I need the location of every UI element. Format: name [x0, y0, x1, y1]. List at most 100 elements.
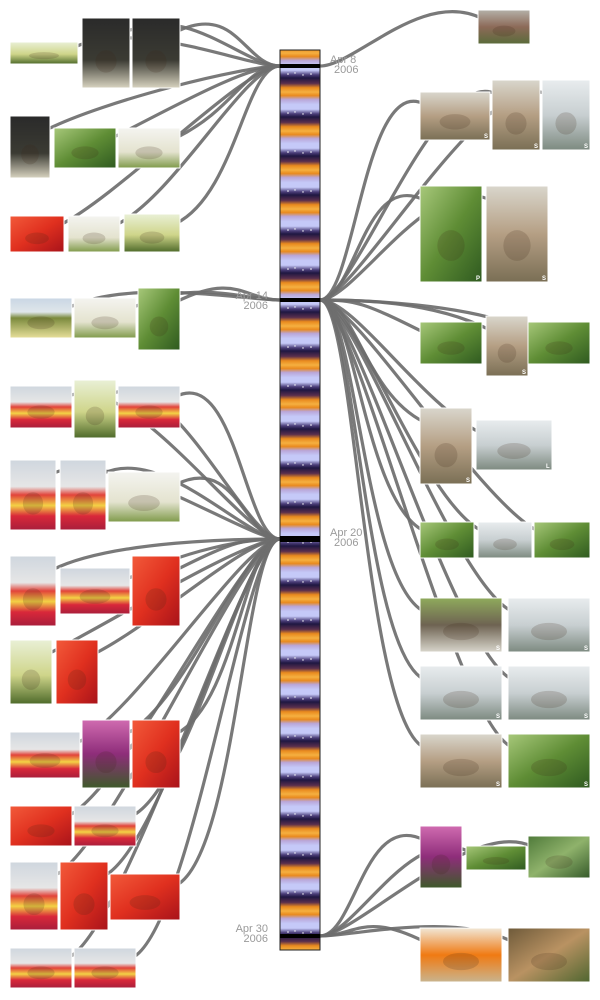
photo-sandhill-cranes[interactable]: S — [491, 79, 541, 151]
photo-female-mallard[interactable]: S — [419, 665, 503, 721]
photo-purple-primrose[interactable] — [419, 825, 463, 889]
photo-red-tulip-macro[interactable] — [9, 805, 73, 847]
photo-sparrow-perch[interactable]: S — [485, 315, 529, 377]
year-label-apr30: 2006 — [244, 933, 268, 945]
photo-badge: S — [466, 478, 470, 484]
connector-white-tulips — [174, 476, 282, 541]
photo-single-yellow-tulip[interactable] — [9, 639, 53, 705]
connector-daffodil-vases-labels — [174, 22, 282, 68]
photo-blackbird[interactable] — [419, 321, 483, 365]
connector-coot — [318, 298, 514, 614]
connector-red-tulip-field — [174, 391, 282, 541]
photo-white-daffodils[interactable] — [67, 215, 121, 253]
photo-tulip-field-stripes[interactable] — [9, 385, 73, 429]
connector-red-barn — [52, 537, 282, 878]
photo-daffodil-vases-labels[interactable] — [131, 17, 181, 89]
photo-geese-water[interactable] — [419, 521, 475, 559]
photo-red-tulip-closeup[interactable] — [131, 555, 181, 627]
photo-badge: S — [584, 144, 588, 150]
photo-yellow-red-field[interactable] — [9, 947, 73, 989]
photo-badge: S — [484, 134, 488, 140]
timeline-strip — [279, 49, 321, 951]
photo-badge: S — [522, 370, 526, 376]
marker-apr20 — [280, 536, 320, 542]
date-label-apr20: Apr 20 — [330, 527, 362, 539]
photo-wood-duck[interactable]: S — [419, 91, 491, 141]
photo-yellow-daffodils[interactable] — [123, 213, 181, 253]
connector-tree-meadow — [174, 286, 282, 304]
connector-duck-closeup — [318, 298, 426, 750]
photo-man-feeding-birds[interactable]: P — [419, 185, 483, 283]
photo-hawk-branch[interactable]: S — [419, 407, 473, 485]
photo-daffodil-single-vase[interactable] — [9, 115, 51, 179]
year-label-apr14: 2006 — [244, 300, 268, 312]
connector-house-porch — [318, 10, 484, 68]
photo-canada-goose[interactable] — [477, 521, 533, 559]
photo-daffodil-vase[interactable] — [81, 17, 131, 89]
photo-sparrow-branch[interactable]: S — [485, 185, 549, 283]
photo-striped-tulip-field[interactable] — [59, 567, 131, 615]
photo-badge: S — [584, 646, 588, 652]
photo-red-tulip-row[interactable] — [55, 639, 99, 705]
connector-wood-duck — [318, 99, 426, 302]
photo-red-tulip-field[interactable] — [117, 385, 181, 429]
photo-couple-in-tulips[interactable] — [9, 459, 57, 531]
year-label-apr8: 2006 — [334, 64, 358, 76]
photo-river-view[interactable]: L — [475, 419, 553, 471]
photo-mallard-drake[interactable]: S — [507, 665, 591, 721]
photo-succulents[interactable] — [527, 835, 591, 879]
connector-lines — [44, 10, 548, 960]
photo-duck-closeup[interactable]: S — [419, 733, 503, 789]
photo-red-barn[interactable] — [9, 861, 59, 931]
connector-white-daffodils — [114, 64, 282, 227]
photo-coiled-fern[interactable] — [507, 927, 591, 983]
photo-snow-geese[interactable]: S — [507, 733, 591, 789]
photo-red-tulips[interactable] — [9, 215, 65, 253]
photo-family-in-tulips[interactable] — [9, 555, 57, 627]
date-label-apr14: Apr 14 — [236, 290, 268, 302]
marker-apr14 — [280, 298, 320, 302]
photo-red-field-grey-sky[interactable] — [73, 805, 137, 847]
photo-purple-tulips[interactable] — [81, 719, 131, 789]
photo-red-tulips-bunch[interactable] — [59, 861, 109, 931]
date-labels: Apr 8 2006 Apr 14 2006 Apr 20 2006 Apr 3… — [236, 54, 363, 945]
connector-red-tulip-field-wide — [174, 537, 282, 888]
photo-badge: L — [546, 464, 550, 470]
year-label-apr20: 2006 — [334, 537, 358, 549]
date-label-apr8: Apr 8 — [330, 54, 356, 66]
photo-two-small-photos[interactable] — [465, 845, 527, 871]
photo-badge: S — [584, 782, 588, 788]
photo-coot[interactable]: S — [507, 597, 591, 653]
connector-pintail-swimming — [318, 298, 540, 533]
photo-house-porch[interactable] — [477, 9, 531, 45]
connector-red-field-person — [130, 537, 282, 960]
photo-pintail-duck[interactable]: S — [419, 597, 503, 653]
photo-pintail-swimming[interactable] — [533, 521, 591, 559]
photo-greenhouse-row[interactable] — [9, 41, 79, 65]
photo-orange-poppy[interactable] — [419, 927, 503, 983]
photo-tree-meadow[interactable] — [137, 287, 181, 351]
photo-orange-tulip-rows[interactable] — [59, 459, 107, 531]
photo-sandhill-crane[interactable]: S — [541, 79, 591, 151]
photo-cloudy-tulip-field[interactable] — [9, 731, 81, 779]
photo-badge: S — [496, 714, 500, 720]
photo-badge: P — [476, 276, 480, 282]
photo-red-tulip-field-wide[interactable] — [109, 873, 181, 921]
photo-badge: S — [534, 144, 538, 150]
photo-sparrow-ground[interactable] — [527, 321, 591, 365]
photo-white-tulips[interactable] — [107, 471, 181, 523]
photo-daffodil-field[interactable] — [9, 297, 73, 339]
photo-exhibition-crowd[interactable] — [117, 127, 181, 169]
marker-apr30 — [280, 934, 320, 938]
photo-red-field-person[interactable] — [73, 947, 137, 989]
photo-greenhouse-plants[interactable] — [53, 127, 117, 169]
marker-apr8 — [280, 64, 320, 68]
photo-red-yellow-tulip[interactable] — [131, 719, 181, 789]
photo-badge: S — [496, 646, 500, 652]
photo-white-daffodil-field[interactable] — [73, 297, 137, 339]
connector-yellow-daffodils — [174, 64, 282, 226]
photo-badge: S — [496, 782, 500, 788]
photo-woman-in-tulips[interactable] — [73, 379, 117, 439]
